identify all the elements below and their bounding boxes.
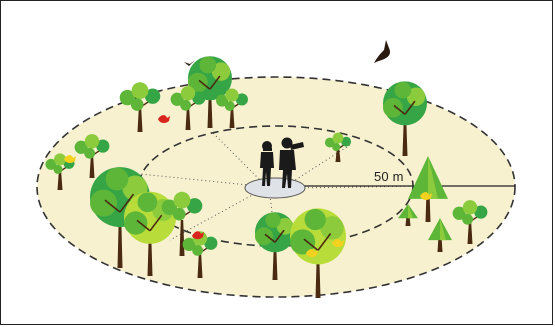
radius-distance-label: 50 m	[374, 169, 404, 184]
flying-bird-large-icon	[374, 40, 390, 63]
observer-platform	[245, 178, 305, 198]
